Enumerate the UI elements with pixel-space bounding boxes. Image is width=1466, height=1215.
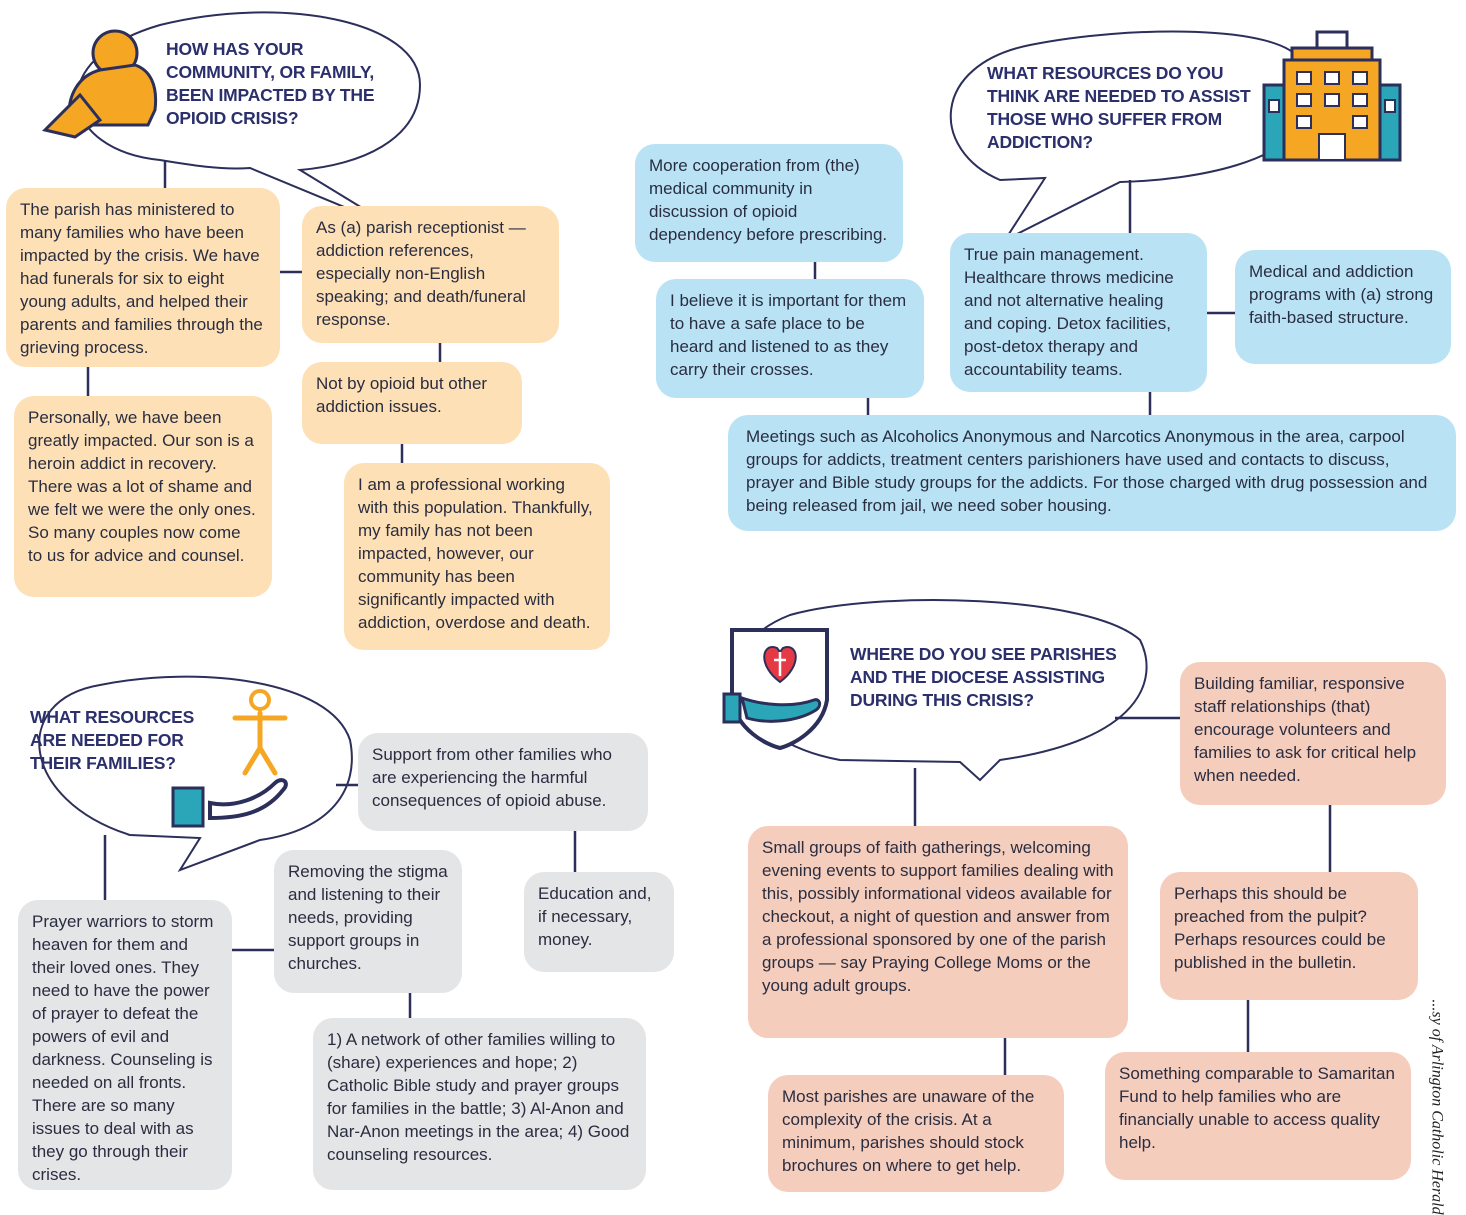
answer-pain-management: True pain management. Healthcare throws … <box>950 233 1207 392</box>
answer-parishes-unaware: Most parishes are unaware of the complex… <box>768 1075 1064 1192</box>
answer-medical-cooperation: More cooperation from (the) medical comm… <box>635 144 903 262</box>
answer-parish-ministered: The parish has ministered to many famili… <box>6 188 280 367</box>
answer-professional: I am a professional working with this po… <box>344 463 610 650</box>
answer-personally-impacted: Personally, we have been greatly impacte… <box>14 396 272 597</box>
question-parishes-diocese: WHERE DO YOU SEE PARISHES AND THE DIOCES… <box>850 644 1117 710</box>
answer-prayer-warriors: Prayer warriors to storm heaven for them… <box>18 900 232 1190</box>
answer-faith-based-programs: Medical and addiction programs with (a) … <box>1235 250 1451 364</box>
hospital-building-icon <box>1262 30 1402 162</box>
answer-faith-gatherings: Small groups of faith gatherings, welcom… <box>748 826 1128 1038</box>
speech-bubble-2 <box>949 30 1301 243</box>
answer-education-money: Education and, if necessary, money. <box>524 872 674 972</box>
answer-safe-place: I believe it is important for them to ha… <box>656 279 924 398</box>
speech-bubble-3 <box>38 675 353 872</box>
answer-family-support: Support from other families who are expe… <box>358 733 648 831</box>
person-in-hand-icon <box>171 689 288 828</box>
question-community-impact: HOW HAS YOUR COMMUNITY, OR FAMILY, BEEN … <box>166 39 375 128</box>
answer-staff-relationships: Building familiar, responsive staff rela… <box>1180 662 1446 805</box>
answer-other-addiction: Not by opioid but other addiction issues… <box>302 362 522 444</box>
photo-credit: ...sy of Arlington Catholic Herald <box>1428 999 1446 1215</box>
question-resources-addiction: WHAT RESOURCES DO YOU THINK ARE NEEDED T… <box>987 63 1251 152</box>
question-resources-families: WHAT RESOURCES ARE NEEDED FOR THEIR FAMI… <box>30 707 195 773</box>
answer-pulpit-bulletin: Perhaps this should be preached from the… <box>1160 872 1418 1000</box>
answer-removing-stigma: Removing the stigma and listening to the… <box>274 850 462 993</box>
heart-shield-hand-icon <box>722 628 829 751</box>
grieving-person-icon <box>42 29 158 139</box>
answer-samaritan-fund: Something comparable to Samaritan Fund t… <box>1105 1052 1411 1180</box>
answer-network-resources: 1) A network of other families willing t… <box>313 1018 646 1190</box>
answer-meetings-housing: Meetings such as Alcoholics Anonymous an… <box>728 415 1456 531</box>
answer-parish-receptionist: As (a) parish receptionist — addiction r… <box>302 206 559 343</box>
